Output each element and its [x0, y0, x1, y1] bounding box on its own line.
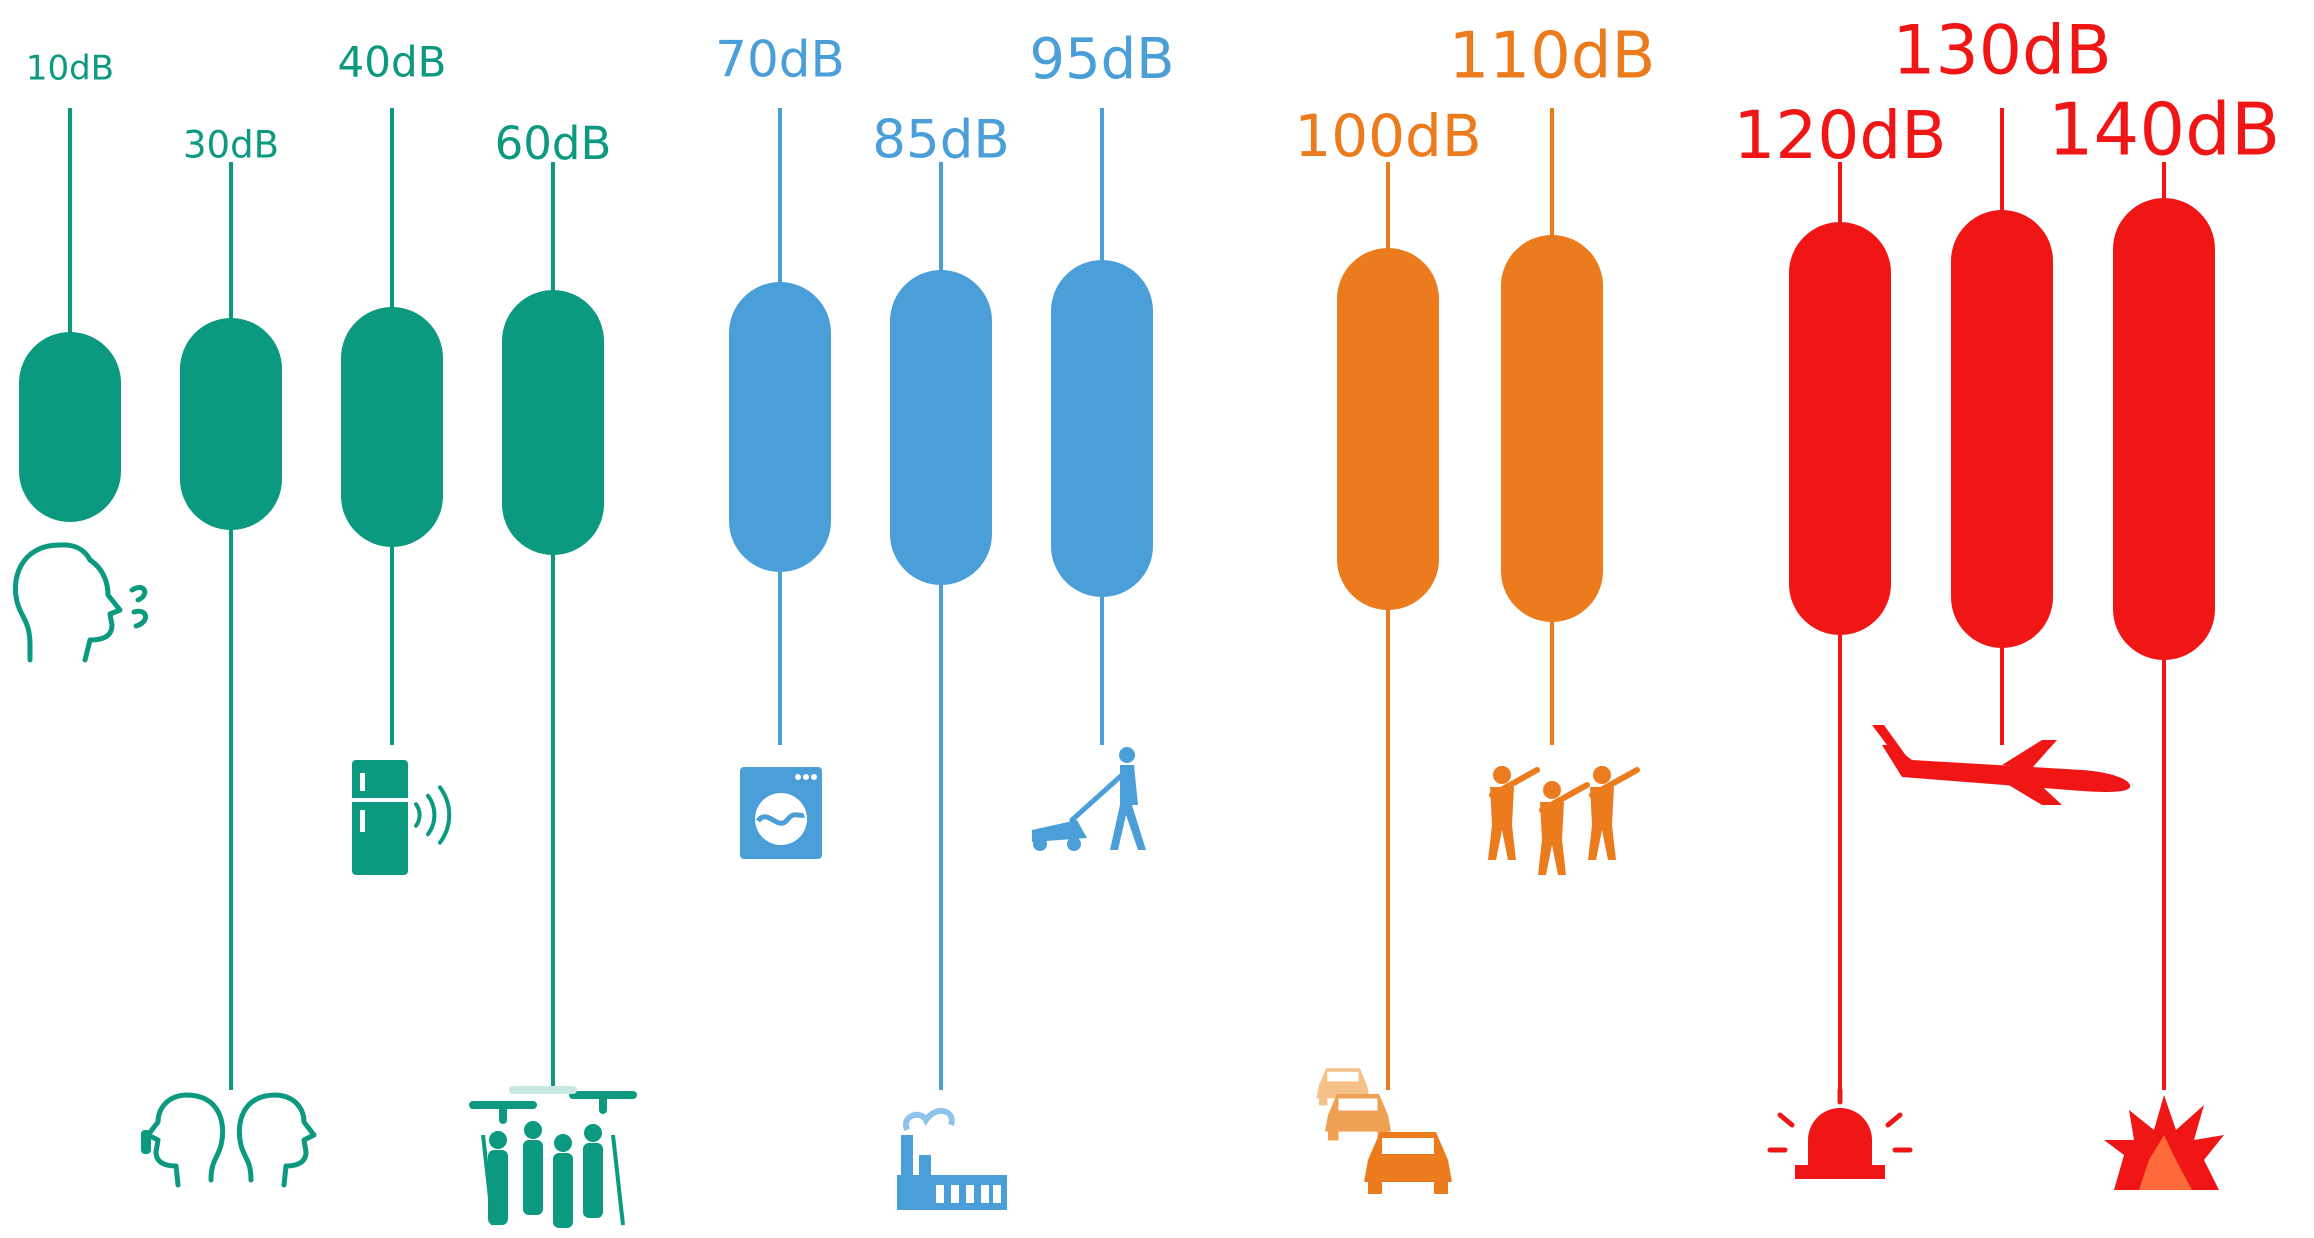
level-label: 110dB [1449, 20, 1656, 94]
level-capsule [729, 282, 831, 572]
level-capsule [19, 332, 121, 522]
level-column-130db: 130dB [1872, 12, 2131, 805]
level-capsule [502, 290, 604, 555]
level-label: 30dB [183, 124, 279, 167]
level-capsule [890, 270, 992, 585]
level-column-140db: 140dB [2048, 88, 2281, 1190]
level-columns: 10dB 30dB 40dB 60dB 70dB 85dB 95dB 100dB 110dB 12… [12, 12, 2281, 1228]
level-label: 120dB [1733, 97, 1946, 174]
level-column-10db: 10dB [12, 49, 148, 663]
level-capsule [2113, 198, 2215, 660]
level-label: 85dB [872, 110, 1009, 171]
rock-band-icon [1488, 766, 1640, 875]
level-label: 40dB [338, 38, 447, 87]
level-label: 70dB [715, 31, 845, 89]
explosion-icon [2104, 1095, 2224, 1190]
level-capsule [1951, 210, 2053, 648]
level-label: 60dB [495, 117, 612, 170]
level-column-30db: 30dB [141, 124, 317, 1188]
refrigerator-hum-icon [352, 760, 452, 875]
level-column-95db: 95dB [1029, 27, 1175, 851]
crowd-drones-icon [469, 1086, 637, 1228]
level-capsule [1501, 235, 1603, 622]
level-column-85db: 85dB [872, 110, 1010, 1210]
level-column-70db: 70dB [715, 31, 845, 859]
level-column-60db: 60dB [469, 117, 637, 1228]
level-label: 140dB [2048, 88, 2281, 172]
level-column-110db: 110dB [1449, 20, 1656, 875]
level-capsule [1337, 248, 1439, 610]
level-capsule [1051, 260, 1153, 597]
airplane-icon [1872, 725, 2131, 805]
level-label: 95dB [1029, 27, 1174, 92]
level-label: 100dB [1294, 102, 1481, 170]
level-capsule [341, 307, 443, 547]
factory-icon [897, 1108, 1007, 1210]
level-column-40db: 40dB [338, 38, 452, 875]
level-capsule [180, 318, 282, 530]
level-column-120db: 120dB [1733, 97, 1947, 1179]
siren-icon [1767, 1087, 1913, 1179]
level-capsule [1789, 222, 1891, 635]
lawn-mower-icon [1032, 747, 1146, 851]
level-label: 130dB [1892, 12, 2112, 91]
level-label: 10dB [26, 49, 114, 89]
whisper-face-icon [12, 542, 148, 663]
level-column-100db: 100dB [1294, 102, 1482, 1194]
traffic-cars-icon [1316, 1068, 1452, 1194]
washing-machine-icon [740, 767, 822, 859]
two-faces-talking-icon [141, 1092, 317, 1188]
